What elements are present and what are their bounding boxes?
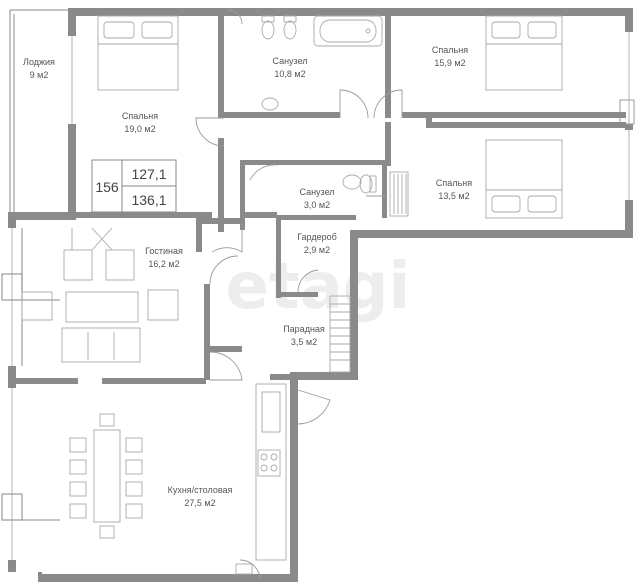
dining-set bbox=[69, 413, 143, 539]
room-label-kitchen-dining: Кухня/столовая 27,5 м2 bbox=[168, 485, 233, 508]
total-area-value: 136,1 bbox=[131, 192, 166, 208]
svg-text:3,5 м2: 3,5 м2 bbox=[291, 337, 317, 347]
svg-text:19,0 м2: 19,0 м2 bbox=[124, 124, 155, 134]
plan-code: 156 bbox=[95, 179, 119, 195]
bathroom-2-fixtures bbox=[342, 174, 377, 194]
wardrobe-shelving bbox=[389, 171, 409, 217]
svg-text:3,0 м2: 3,0 м2 bbox=[304, 200, 330, 210]
svg-text:16,2 м2: 16,2 м2 bbox=[148, 259, 179, 269]
room-label-wardrobe: Гардероб 2,9 м2 bbox=[297, 232, 337, 255]
room-label-hallway: Парадная 3,5 м2 bbox=[283, 324, 325, 347]
svg-text:2,9 м2: 2,9 м2 bbox=[304, 245, 330, 255]
living-room-furniture bbox=[21, 227, 179, 363]
room-label-loggia: Лоджия 9 м2 bbox=[23, 57, 55, 80]
svg-text:Спальня: Спальня bbox=[432, 45, 468, 55]
svg-text:Парадная: Парадная bbox=[283, 324, 325, 334]
bedroom-3-bed bbox=[485, 139, 563, 219]
svg-text:27,5 м2: 27,5 м2 bbox=[184, 498, 215, 508]
svg-text:Санузел: Санузел bbox=[299, 187, 334, 197]
svg-text:Спальня: Спальня bbox=[436, 178, 472, 188]
loggia-outline bbox=[9, 9, 68, 521]
living-area-value: 127,1 bbox=[131, 166, 166, 182]
bathroom-1-fixtures bbox=[261, 15, 383, 111]
hallway-closet bbox=[329, 295, 351, 373]
svg-text:9 м2: 9 м2 bbox=[30, 70, 49, 80]
window-openings bbox=[1, 32, 635, 560]
svg-text:15,9 м2: 15,9 м2 bbox=[434, 58, 465, 68]
room-label-bedroom-1: Спальня 19,0 м2 bbox=[122, 111, 158, 134]
room-label-bedroom-2: Спальня 15,9 м2 bbox=[432, 45, 468, 68]
bedroom-1-bed bbox=[97, 15, 179, 91]
svg-text:10,8 м2: 10,8 м2 bbox=[274, 69, 305, 79]
area-info-box: 156 127,1 136,1 bbox=[91, 159, 177, 213]
svg-text:Гостиная: Гостиная bbox=[145, 246, 183, 256]
kitchen-counter bbox=[235, 383, 287, 575]
svg-text:Лоджия: Лоджия bbox=[23, 57, 55, 67]
watermark-logo: etagi bbox=[226, 250, 411, 324]
room-label-living-room: Гостиная 16,2 м2 bbox=[145, 246, 183, 269]
svg-text:Санузел: Санузел bbox=[272, 56, 307, 66]
svg-text:Кухня/столовая: Кухня/столовая bbox=[168, 485, 233, 495]
interior-walls bbox=[16, 16, 626, 582]
doors bbox=[195, 9, 403, 581]
svg-text:13,5 м2: 13,5 м2 bbox=[438, 191, 469, 201]
svg-text:Спальня: Спальня bbox=[122, 111, 158, 121]
bedroom-2-bed bbox=[485, 15, 563, 91]
room-label-bathroom-2: Санузел 3,0 м2 bbox=[299, 187, 334, 210]
svg-text:Гардероб: Гардероб bbox=[297, 232, 337, 242]
room-label-bathroom-1: Санузел 10,8 м2 bbox=[272, 56, 307, 79]
room-label-bedroom-3: Спальня 13,5 м2 bbox=[436, 178, 472, 201]
